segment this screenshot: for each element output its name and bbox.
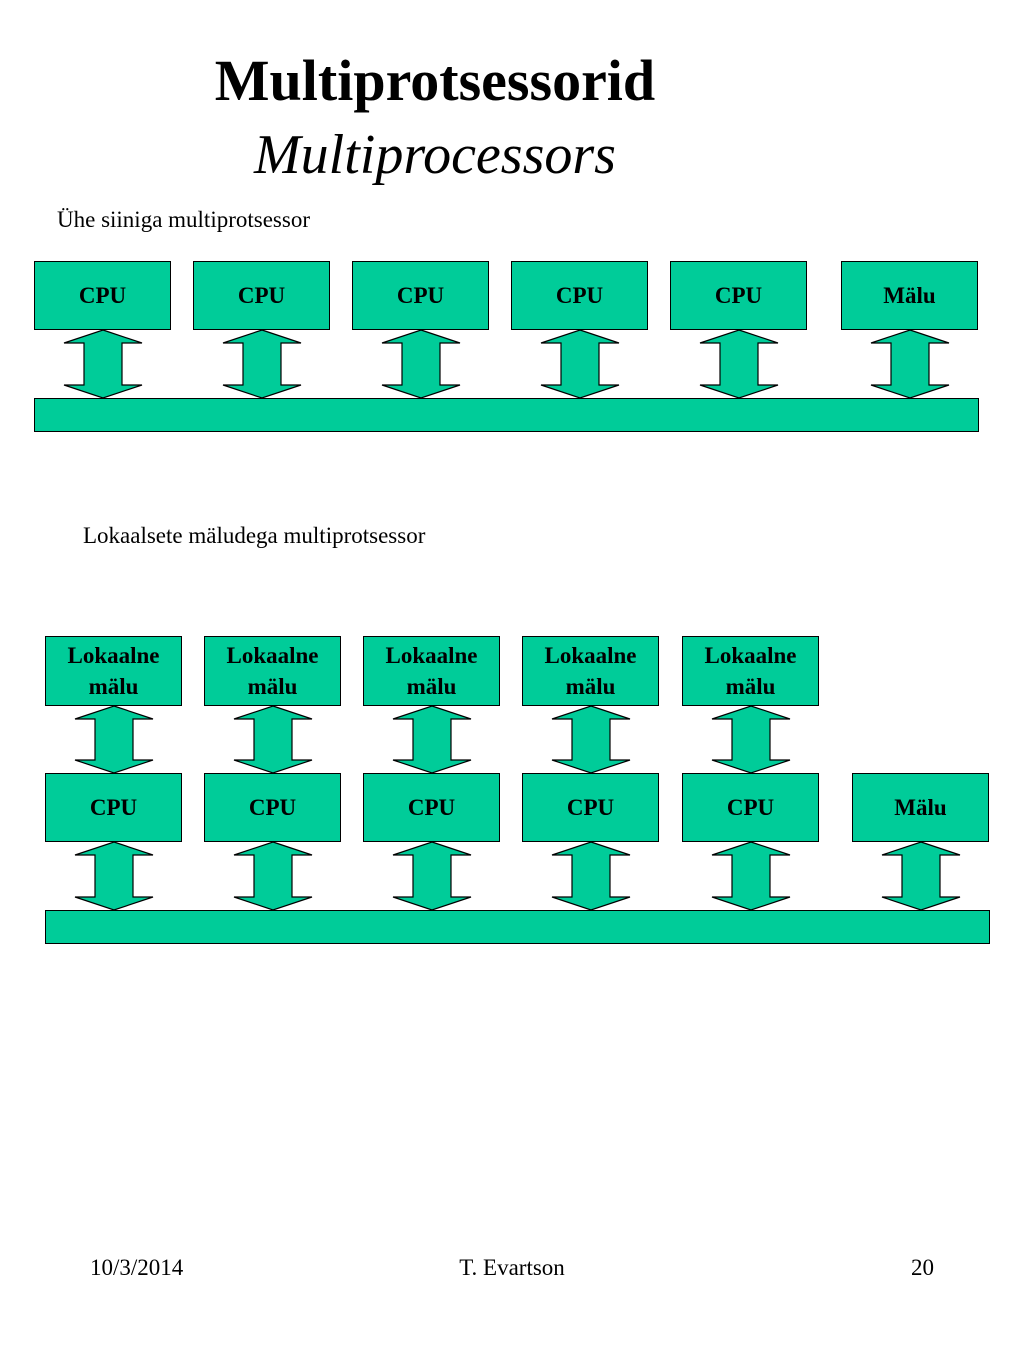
d2-memory-label: Mälu: [894, 795, 947, 820]
double-headed-arrow-icon: [233, 705, 313, 774]
slide-title: Multiprotsessorid: [214, 48, 656, 113]
d2-local-memory-1-label: Lokaalne mälu: [67, 643, 160, 699]
d1-cpu-3: CPU: [352, 261, 489, 330]
double-headed-arrow-icon: [551, 705, 631, 774]
d1-cpu-2-label: CPU: [237, 283, 286, 308]
d2-cpu-3: CPU: [363, 773, 500, 842]
d2-cpu-4: CPU: [522, 773, 659, 842]
d2-cpu-1-label: CPU: [89, 795, 138, 820]
d2-cpu-3-label: CPU: [407, 795, 456, 820]
double-headed-arrow-icon: [540, 329, 620, 399]
d2-local-memory-5: Lokaalne mälu: [682, 636, 819, 706]
d1-memory-label: Mälu: [883, 283, 936, 308]
d1-cpu-1-label: CPU: [78, 283, 127, 308]
double-headed-arrow-icon: [392, 705, 472, 774]
d1-cpu-4-label: CPU: [555, 283, 604, 308]
d1-system-bus: [34, 398, 979, 432]
double-headed-arrow-icon: [63, 329, 143, 399]
diagram2-caption: Lokaalsete mäludega multiprotsessor: [83, 523, 426, 548]
double-headed-arrow-icon: [881, 841, 961, 911]
double-headed-arrow-icon: [392, 841, 472, 911]
d2-system-bus: [45, 910, 990, 944]
double-headed-arrow-icon: [74, 705, 154, 774]
d1-cpu-4: CPU: [511, 261, 648, 330]
d2-cpu-4-label: CPU: [566, 795, 615, 820]
footer-date: 10/3/2014: [90, 1255, 184, 1280]
d2-cpu-2: CPU: [204, 773, 341, 842]
footer-page-number: 20: [911, 1255, 934, 1280]
d2-cpu-5: CPU: [682, 773, 819, 842]
double-headed-arrow-icon: [699, 329, 779, 399]
footer-author: T. Evartson: [459, 1255, 565, 1280]
double-headed-arrow-icon: [222, 329, 302, 399]
double-headed-arrow-icon: [711, 705, 791, 774]
d2-local-memory-3: Lokaalne mälu: [363, 636, 500, 706]
d2-cpu-2-label: CPU: [248, 795, 297, 820]
diagram1-caption: Ühe siiniga multiprotsessor: [57, 207, 310, 232]
d1-cpu-3-label: CPU: [396, 283, 445, 308]
d2-local-memory-1: Lokaalne mälu: [45, 636, 182, 706]
double-headed-arrow-icon: [233, 841, 313, 911]
d2-local-memory-2: Lokaalne mälu: [204, 636, 341, 706]
d2-local-memory-3-label: Lokaalne mälu: [385, 643, 478, 699]
double-headed-arrow-icon: [381, 329, 461, 399]
d1-cpu-5-label: CPU: [714, 283, 763, 308]
double-headed-arrow-icon: [870, 329, 950, 399]
d2-memory: Mälu: [852, 773, 989, 842]
d1-cpu-1: CPU: [34, 261, 171, 330]
d2-local-memory-4: Lokaalne mälu: [522, 636, 659, 706]
d2-local-memory-2-label: Lokaalne mälu: [226, 643, 319, 699]
double-headed-arrow-icon: [551, 841, 631, 911]
d1-cpu-5: CPU: [670, 261, 807, 330]
double-headed-arrow-icon: [711, 841, 791, 911]
d2-cpu-5-label: CPU: [726, 795, 775, 820]
slide-subtitle: Multiprocessors: [254, 124, 616, 186]
d2-local-memory-4-label: Lokaalne mälu: [544, 643, 637, 699]
d1-cpu-2: CPU: [193, 261, 330, 330]
d2-local-memory-5-label: Lokaalne mälu: [704, 643, 797, 699]
double-headed-arrow-icon: [74, 841, 154, 911]
d1-memory: Mälu: [841, 261, 978, 330]
d2-cpu-1: CPU: [45, 773, 182, 842]
